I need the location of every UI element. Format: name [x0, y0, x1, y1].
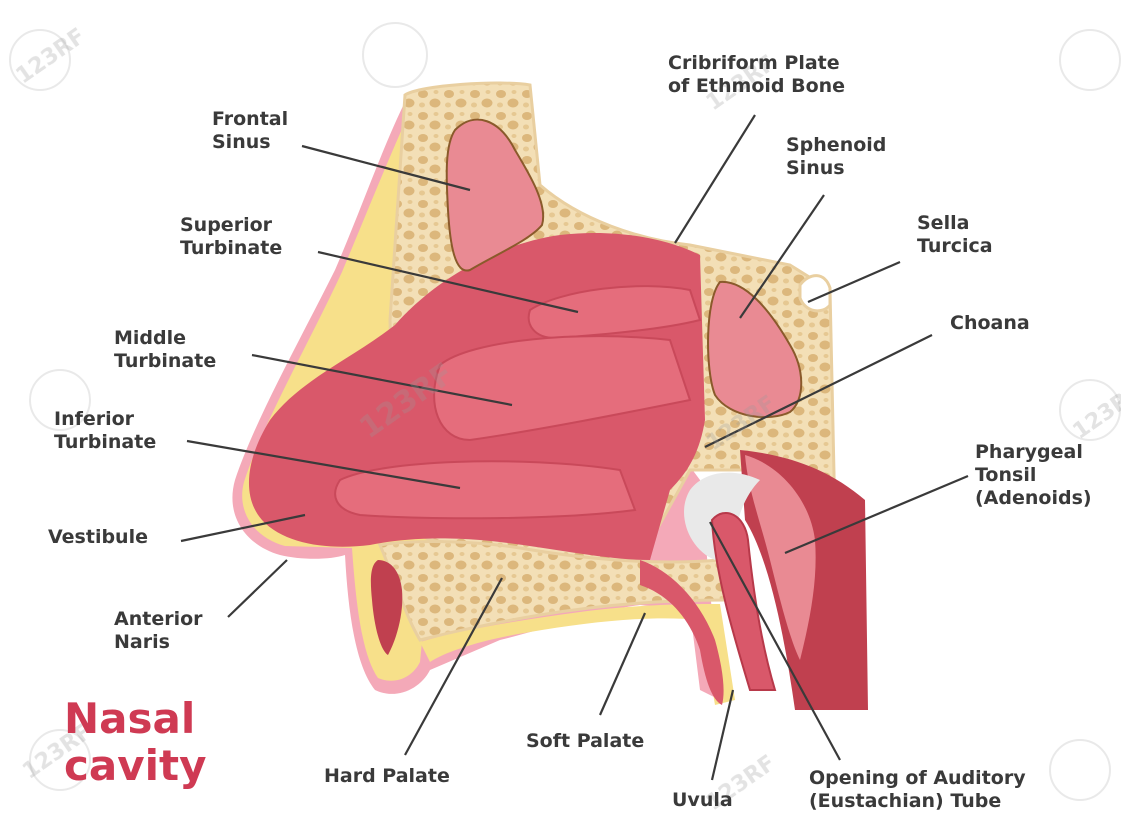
label-pharyngeal-tonsil: Pharygeal Tonsil (Adenoids) [975, 441, 1092, 510]
label-sella-turcica: Sella Turcica [917, 212, 993, 258]
label-frontal-sinus: Frontal Sinus [212, 108, 288, 154]
label-line: Superior [180, 214, 282, 237]
label-soft-palate: Soft Palate [526, 730, 644, 753]
label-line: (Adenoids) [975, 487, 1092, 510]
label-line: Tonsil [975, 464, 1092, 487]
label-line: Inferior [54, 408, 156, 431]
label-line: Sphenoid [786, 134, 886, 157]
label-vestibule: Vestibule [48, 526, 148, 549]
label-inferior-turbinate: Inferior Turbinate [54, 408, 156, 454]
label-line: Naris [114, 631, 203, 654]
label-line: Vestibule [48, 526, 148, 549]
label-line: Opening of Auditory [809, 767, 1026, 790]
watermark-label: 123RF [1068, 379, 1121, 444]
label-hard-palate: Hard Palate [324, 765, 450, 788]
label-line: Hard Palate [324, 765, 450, 788]
label-line: of Ethmoid Bone [668, 75, 845, 98]
label-sphenoid-sinus: Sphenoid Sinus [786, 134, 886, 180]
label-line: Sella [917, 212, 993, 235]
label-superior-turbinate: Superior Turbinate [180, 214, 282, 260]
label-line: Turbinate [180, 237, 282, 260]
inferior-turbinate-shape [335, 461, 635, 518]
label-line: Choana [950, 312, 1030, 335]
label-line: Turbinate [54, 431, 156, 454]
label-line: (Eustachian) Tube [809, 790, 1026, 813]
label-line: Turcica [917, 235, 993, 258]
label-line: Sinus [786, 157, 886, 180]
label-uvula: Uvula [672, 789, 733, 812]
title-line: cavity [64, 742, 206, 789]
label-line: Middle [114, 327, 216, 350]
label-line: Cribriform Plate [668, 52, 845, 75]
label-middle-turbinate: Middle Turbinate [114, 327, 216, 373]
label-line: Uvula [672, 789, 733, 812]
label-line: Soft Palate [526, 730, 644, 753]
label-line: Turbinate [114, 350, 216, 373]
label-line: Anterior [114, 608, 203, 631]
label-line: Pharygeal [975, 441, 1092, 464]
title-line: Nasal [64, 695, 206, 742]
label-line: Frontal [212, 108, 288, 131]
label-auditory-tube: Opening of Auditory (Eustachian) Tube [809, 767, 1026, 813]
label-anterior-naris: Anterior Naris [114, 608, 203, 654]
label-line: Sinus [212, 131, 288, 154]
label-choana: Choana [950, 312, 1030, 335]
label-cribriform-plate: Cribriform Plate of Ethmoid Bone [668, 52, 845, 98]
diagram-title: Nasal cavity [64, 695, 206, 789]
